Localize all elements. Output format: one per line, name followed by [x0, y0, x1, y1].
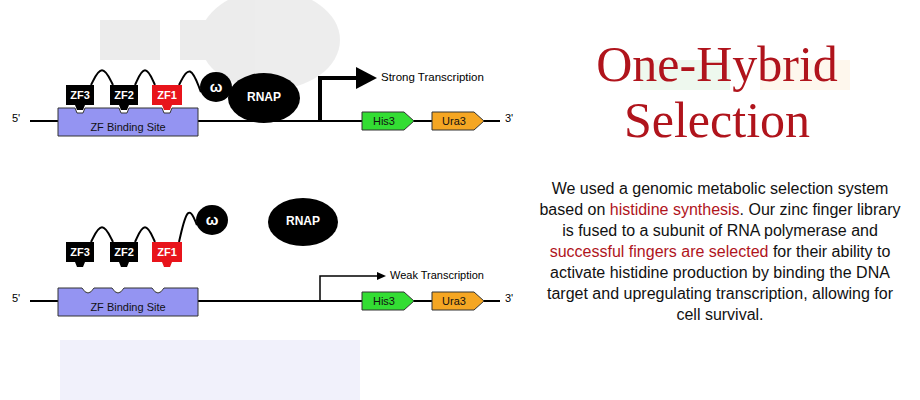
gene-arrow: Ura3: [432, 112, 484, 130]
shape-fill: [362, 292, 414, 310]
node-text: RNAP: [286, 215, 320, 228]
description-text: histidine synthesis: [610, 201, 740, 218]
node-text: His3: [373, 295, 395, 307]
shape-fill: [196, 205, 228, 235]
zinc-finger: ZF3: [66, 242, 94, 267]
node-text: ZF Binding Site: [90, 121, 165, 133]
promoter-arrowhead: [377, 272, 386, 280]
strand-end: 5': [12, 292, 20, 304]
strand-end: 3': [505, 112, 513, 124]
node-text: ZF3: [70, 246, 90, 258]
linker-line: [179, 71, 201, 92]
shape-fill: [58, 108, 198, 136]
faded-finger: [100, 20, 160, 60]
linker-line: [91, 227, 113, 242]
description-text: successful fingers are selected: [550, 243, 769, 260]
node-text: ZF2: [114, 246, 134, 258]
node-text: ZF1: [157, 89, 177, 101]
node-text: ω: [210, 79, 223, 96]
shape-fill: [362, 112, 414, 130]
faded-site: [60, 340, 360, 400]
linker-line: [91, 70, 113, 85]
node-text: Ura3: [442, 115, 466, 127]
gene-arrow: His3: [362, 292, 414, 310]
shape-fill: [432, 292, 484, 310]
linker-line: [179, 213, 197, 242]
shape-fill: [110, 85, 138, 110]
node-text: ZF2: [114, 89, 134, 101]
node-text: His3: [373, 115, 395, 127]
node-text: Ura3: [442, 295, 466, 307]
gene-arrow: His3: [362, 112, 414, 130]
strand-end: 3': [505, 292, 513, 304]
shape-fill: [432, 112, 484, 130]
node-text: RNAP: [247, 91, 281, 104]
zinc-finger: ZF2: [110, 242, 138, 267]
node-text: ω: [206, 212, 219, 229]
omega-subunit: ω: [196, 205, 228, 235]
shape-fill: [66, 85, 94, 110]
promoter-arrow: [320, 78, 358, 121]
linker-line: [135, 227, 155, 242]
shape-fill: [66, 242, 94, 267]
shape-fill: [200, 72, 232, 102]
page-title: One-Hybrid Selection: [557, 36, 877, 148]
shape-fill: [152, 85, 182, 110]
strand-end: 5': [12, 112, 20, 124]
zinc-finger: ZF1: [152, 85, 182, 110]
shape-fill: [228, 73, 300, 123]
rnap-blob: RNAP: [268, 198, 338, 246]
zinc-finger: ZF2: [110, 85, 138, 110]
rnap-blob: RNAP: [228, 73, 300, 123]
node-text: ZF1: [157, 246, 177, 258]
shape-fill: [58, 288, 198, 316]
promoter-arrowhead: [356, 67, 377, 89]
shape-fill: [268, 198, 338, 246]
description: We used a genomic metabolic selection sy…: [533, 178, 907, 325]
binding-site: ZF Binding Site: [58, 288, 198, 316]
transcription-label: Weak Transcription: [390, 269, 484, 281]
binding-site: ZF Binding Site: [58, 108, 198, 136]
node-text: ZF Binding Site: [90, 301, 165, 313]
node-text: ZF3: [70, 89, 90, 101]
gene-arrow: Ura3: [432, 292, 484, 310]
transcription-label: Strong Transcription: [381, 71, 484, 84]
linker-line: [135, 70, 155, 85]
shape-fill: [110, 242, 138, 267]
faded-finger: [180, 20, 240, 60]
omega-subunit: ω: [200, 72, 232, 102]
zinc-finger: ZF3: [66, 85, 94, 110]
shape-fill: [152, 242, 182, 267]
zinc-finger: ZF1: [152, 242, 182, 267]
